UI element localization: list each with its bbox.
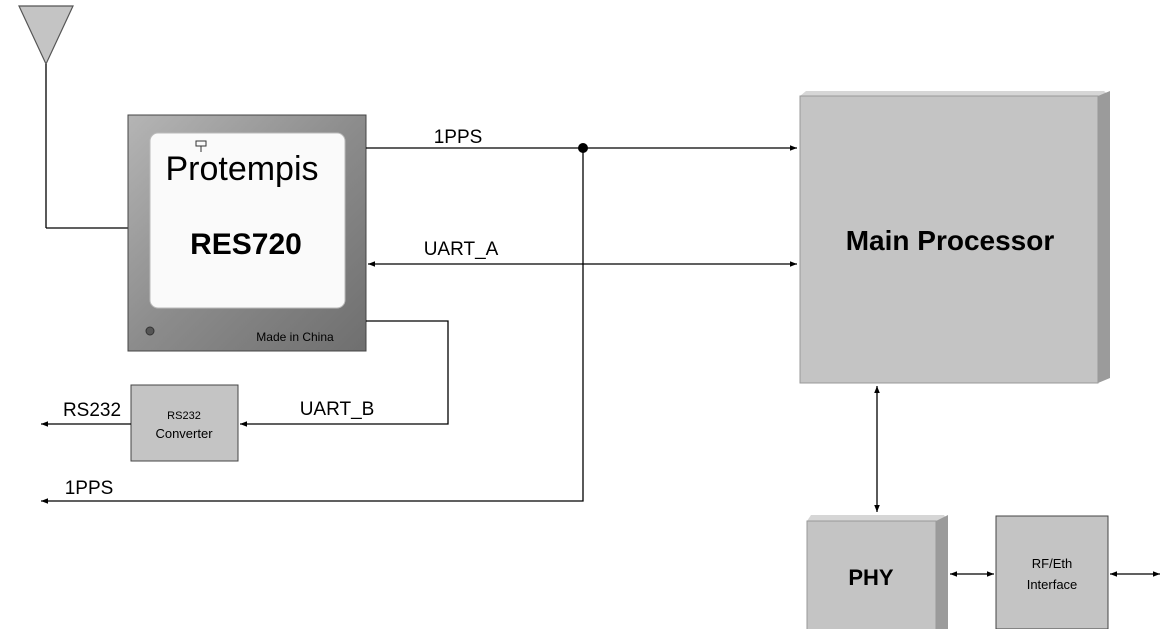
phy-label: PHY (848, 565, 894, 590)
pps-top-connection: 1PPS (366, 127, 797, 153)
pps-top-label: 1PPS (434, 127, 483, 148)
res720-module: Protempis RES720 Made in China (127, 114, 367, 352)
antenna-icon (18, 5, 128, 229)
pps-bottom-label: 1PPS (65, 478, 114, 499)
uart-b-connection: UART_B (240, 320, 449, 427)
rs232-converter-label-line2: Converter (155, 426, 213, 441)
rf-eth-label-line1: RF/Eth (1032, 556, 1072, 571)
rf-eth-label-line2: Interface (1027, 577, 1078, 592)
rs232-output-connection: RS232 (41, 400, 131, 427)
module-model: RES720 (190, 228, 302, 261)
protempis-logo-icon (195, 140, 207, 152)
module-brand: Protempis (165, 150, 318, 188)
main-processor-label: Main Processor (846, 225, 1055, 256)
uart-a-label: UART_A (424, 239, 499, 260)
module-mounting-hole (145, 326, 155, 336)
uart-b-label: UART_B (300, 399, 375, 420)
rs232-converter-label-line1: RS232 (167, 410, 201, 422)
rf-eth-interface-block: RF/Eth Interface (995, 515, 1109, 629)
main-processor-block: Main Processor (799, 91, 1110, 384)
phy-block: PHY (806, 515, 948, 629)
rs232-converter-block: RS232 Converter (130, 384, 239, 462)
module-origin-mark: Made in China (256, 330, 334, 344)
pps-bottom-connection: 1PPS (41, 148, 584, 504)
rs232-output-label: RS232 (63, 400, 121, 421)
